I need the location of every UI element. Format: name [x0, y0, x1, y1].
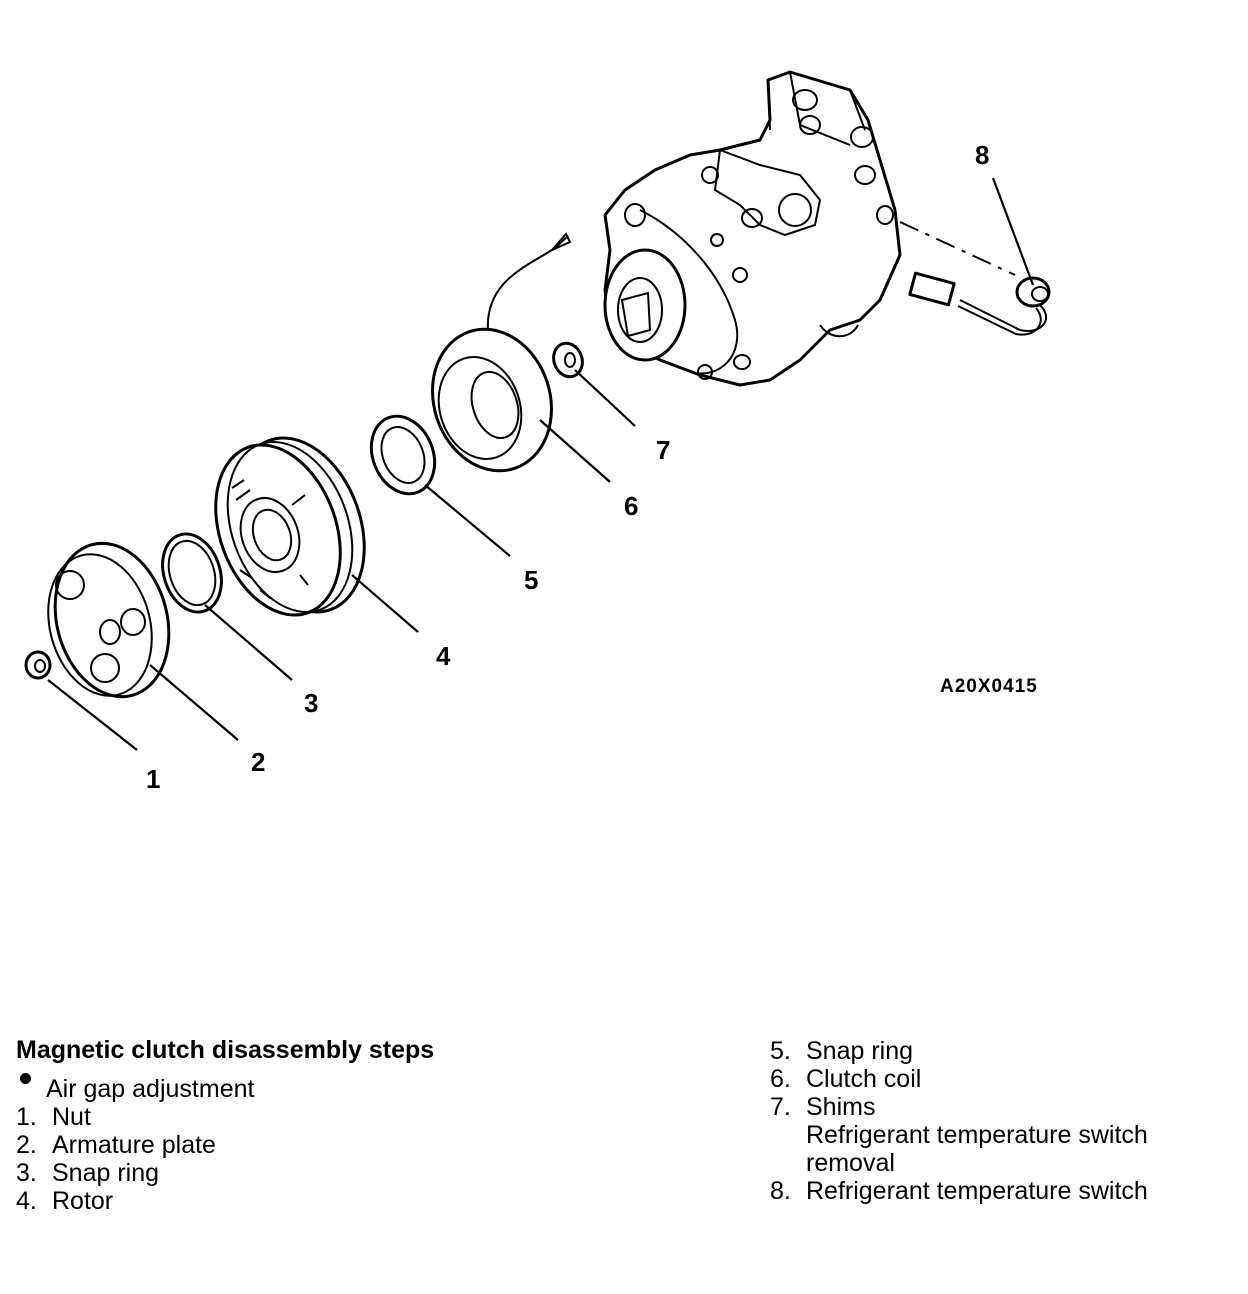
shims	[552, 341, 584, 379]
callout-4: 4	[436, 641, 451, 671]
steps-right-column: 5.Snap ring 6.Clutch coil 7.Shims Refrig…	[770, 1037, 1148, 1205]
figure-code: A20X0415	[940, 676, 1038, 697]
snap-ring-3	[161, 532, 223, 614]
temperature-switch	[908, 271, 1051, 336]
callout-5: 5	[524, 565, 538, 595]
list-item: 5.Snap ring	[770, 1037, 914, 1065]
snap-ring-5	[369, 414, 437, 496]
clutch-coil	[431, 232, 572, 473]
list-item: removal	[806, 1149, 895, 1177]
steps-left-column: Air gap adjustment 1.Nut 2.Armature plat…	[16, 1073, 254, 1215]
list-item: 1.Nut	[16, 1103, 91, 1131]
callout-1: 1	[146, 764, 160, 794]
callout-8: 8	[975, 140, 989, 170]
list-item: 4.Rotor	[16, 1187, 114, 1215]
rotor	[214, 436, 366, 617]
armature-plate	[47, 541, 171, 699]
bullet-icon	[20, 1073, 31, 1084]
list-item: 8.Refrigerant temperature switch	[770, 1177, 1148, 1205]
list-item: 7.Shims	[770, 1093, 876, 1121]
callout-7: 7	[656, 435, 670, 465]
list-item: Air gap adjustment	[16, 1073, 254, 1103]
callout-3: 3	[304, 688, 318, 718]
steps-title: Magnetic clutch disassembly steps	[16, 1036, 435, 1064]
callout-6: 6	[624, 491, 638, 521]
list-item: 6.Clutch coil	[770, 1065, 922, 1093]
list-item: Refrigerant temperature switch	[806, 1121, 1148, 1149]
exploded-view-diagram: 1 2 3 4 5 6 7 8 A20X0415	[24, 70, 1051, 794]
compressor-body	[603, 70, 902, 387]
callout-2: 2	[251, 747, 265, 777]
nut	[24, 650, 52, 680]
list-item: 2.Armature plate	[16, 1131, 216, 1159]
list-item: 3.Snap ring	[16, 1159, 160, 1187]
